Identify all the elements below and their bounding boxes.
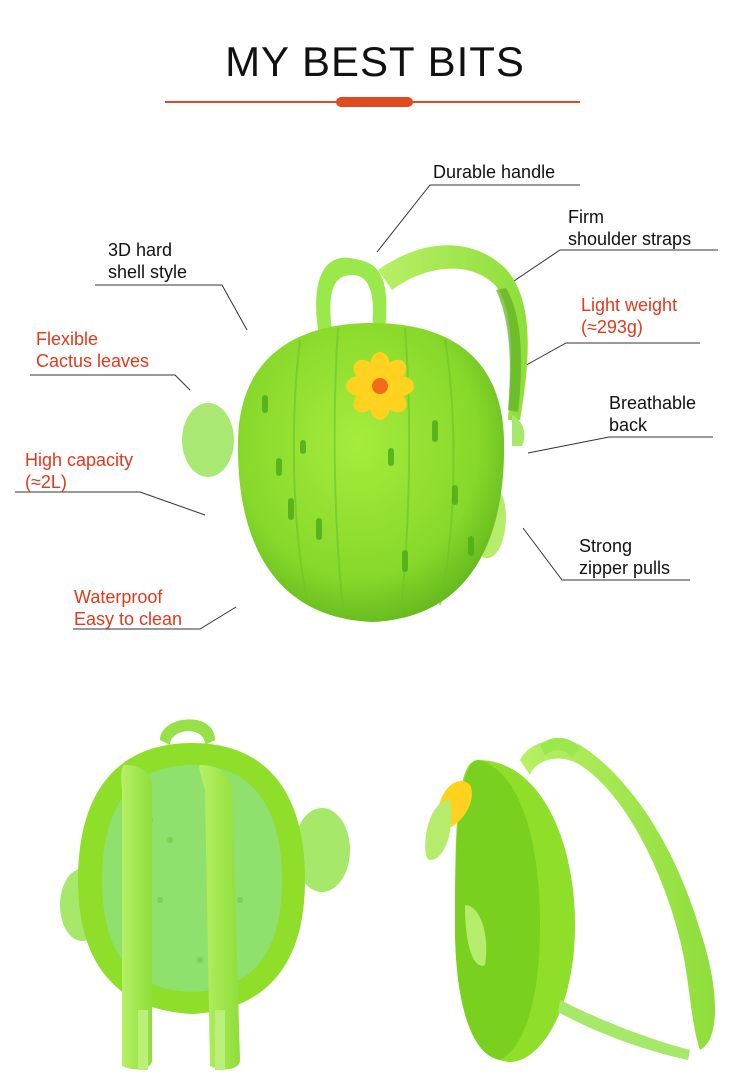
leader-capacity (15, 491, 206, 516)
label-high-capacity: High capacity (≈2L) (25, 449, 133, 493)
leader-weight (520, 342, 700, 369)
label-light-weight-line2: (≈293g) (581, 317, 643, 337)
side-view-backpack (425, 737, 715, 1062)
label-high-capacity-line1: High capacity (25, 450, 134, 470)
label-cactus-leaves-line2: Cactus leaves (36, 351, 150, 371)
label-zipper-pulls: Strong zipper pulls (579, 535, 670, 579)
leader-leaves (30, 374, 191, 391)
label-high-capacity-line2: (≈2L) (25, 472, 67, 492)
label-cactus-leaves: Flexible Cactus leaves (36, 328, 149, 372)
label-waterproof: Waterproof Easy to clean (74, 586, 182, 630)
leader-lines (15, 184, 718, 630)
label-breathable-back: Breathable back (609, 392, 696, 436)
back-view-backpack (60, 719, 350, 1070)
label-waterproof-line1: Waterproof (74, 587, 163, 607)
label-durable-handle: Durable handle (433, 161, 555, 183)
label-zipper-pulls-line1: Strong (579, 536, 633, 556)
page-title: MY BEST BITS (225, 38, 525, 85)
label-shoulder-straps-line1: Firm (568, 207, 604, 227)
label-hard-shell-line2: shell style (108, 262, 188, 282)
label-hard-shell: 3D hard shell style (108, 239, 187, 283)
title-underline-accent (336, 97, 413, 107)
label-waterproof-line2: Easy to clean (74, 609, 183, 629)
label-light-weight: Light weight (≈293g) (581, 294, 677, 338)
label-shoulder-straps-line2: shoulder straps (568, 229, 692, 249)
leader-straps (507, 249, 718, 286)
label-hard-shell-line1: 3D hard (108, 240, 173, 260)
leader-handle (376, 184, 580, 253)
leader-shell (95, 284, 248, 331)
leader-back (527, 436, 713, 454)
label-breathable-back-line2: back (609, 415, 648, 435)
label-cactus-leaves-line1: Flexible (36, 329, 99, 349)
leader-zipper (522, 527, 690, 581)
label-shoulder-straps: Firm shoulder straps (568, 206, 691, 250)
leader-waterproof (73, 606, 237, 630)
front-backpack (182, 245, 528, 622)
label-breathable-back-line1: Breathable (609, 393, 697, 413)
label-durable-handle-text: Durable handle (433, 162, 556, 182)
label-light-weight-line1: Light weight (581, 295, 678, 315)
label-zipper-pulls-line2: zipper pulls (579, 558, 671, 578)
